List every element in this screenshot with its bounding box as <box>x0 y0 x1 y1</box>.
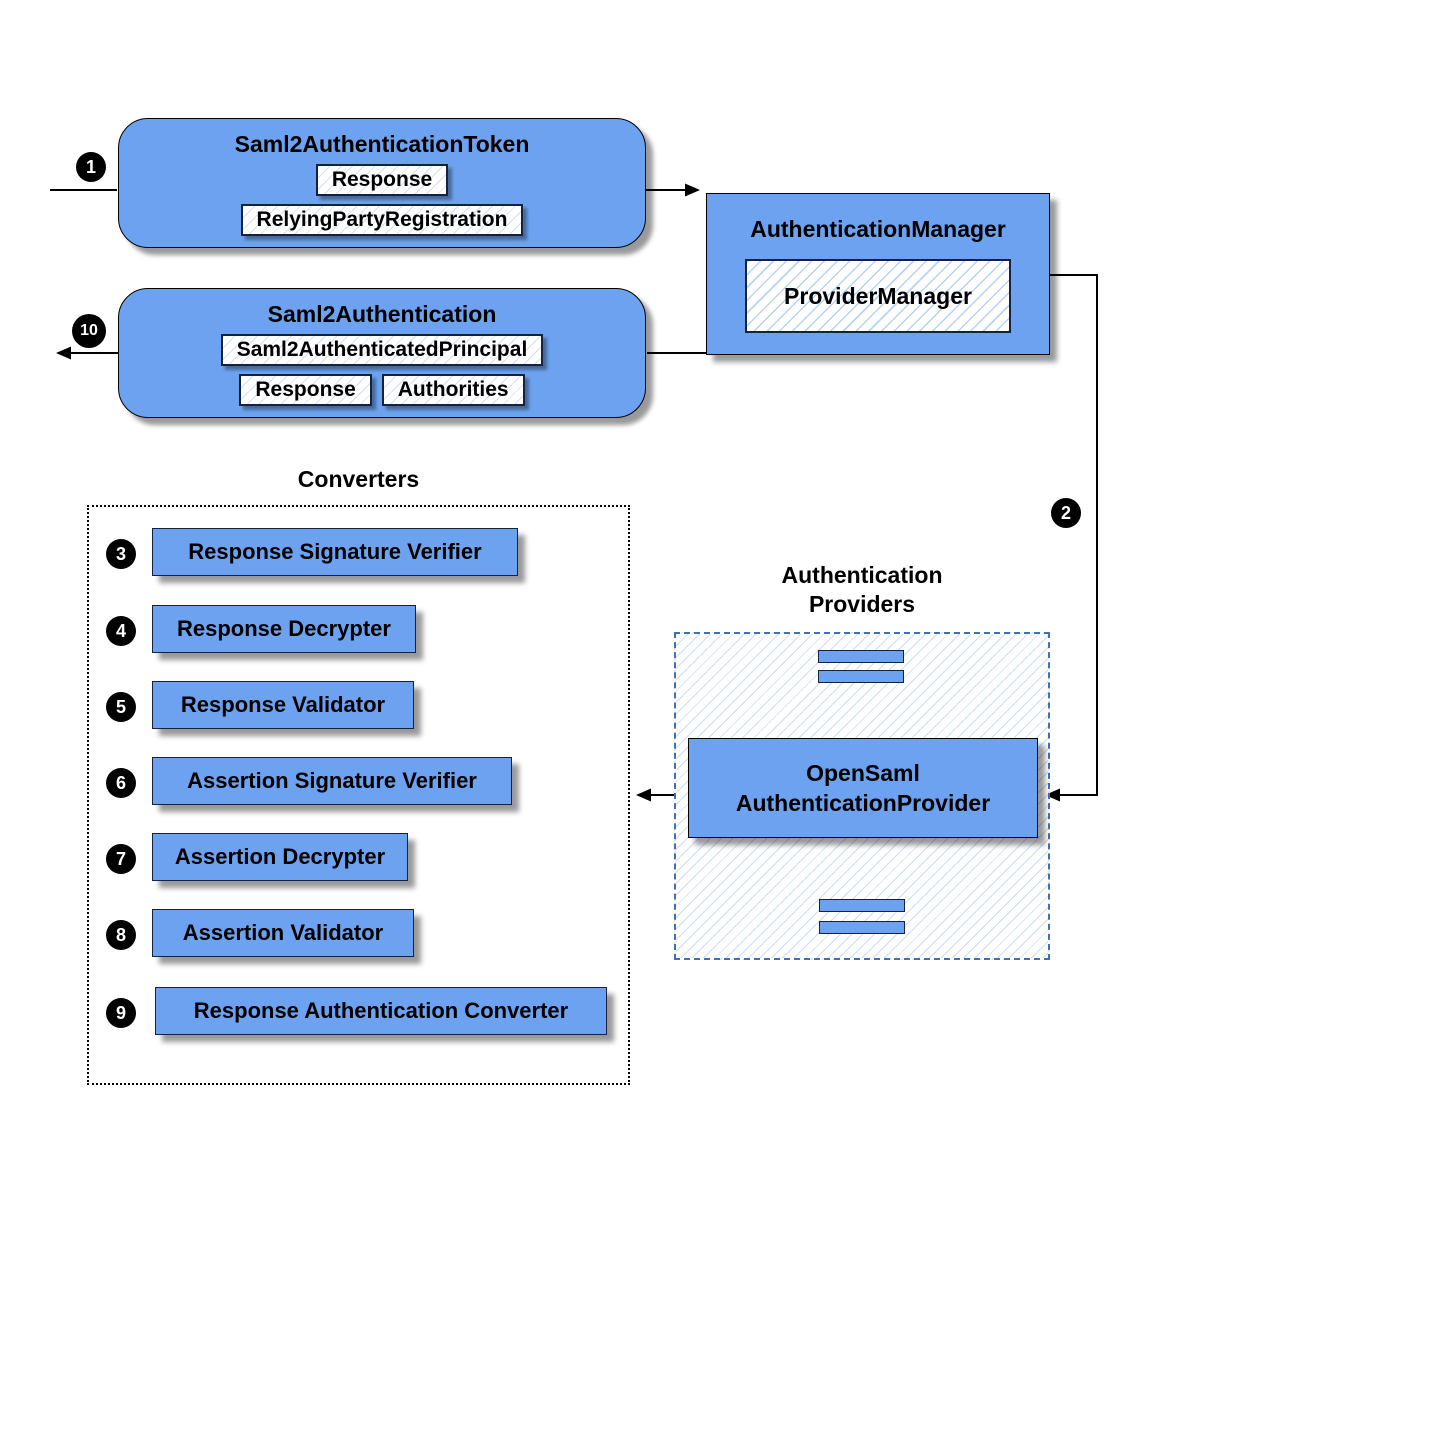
converter-response-signature-verifier: Response Signature Verifier <box>152 528 518 576</box>
provider-placeholder-bar <box>818 670 904 683</box>
response-chip: Response <box>239 374 372 406</box>
provider-manager-box: ProviderManager <box>745 259 1011 333</box>
provider-placeholder-bar <box>819 899 905 912</box>
authentication-manager-node: AuthenticationManager ProviderManager <box>706 193 1050 355</box>
converter-assertion-signature-verifier: Assertion Signature Verifier <box>152 757 512 805</box>
step-badge-4: 4 <box>106 616 136 646</box>
authentication-manager-title: AuthenticationManager <box>750 216 1006 242</box>
step-badge-7: 7 <box>106 844 136 874</box>
opensaml-title-line2: AuthenticationProvider <box>735 790 991 816</box>
converters-group-box <box>87 505 630 1085</box>
step-badge-9: 9 <box>106 998 136 1028</box>
step-badge-2: 2 <box>1051 498 1081 528</box>
converter-response-authentication-converter: Response Authentication Converter <box>155 987 607 1035</box>
step-badge-8: 8 <box>106 920 136 950</box>
authorities-chip: Authorities <box>381 374 525 406</box>
authentication-providers-label: Authentication Providers <box>674 561 1050 619</box>
authentication-providers-label-line2: Providers <box>808 591 916 617</box>
converter-response-decrypter: Response Decrypter <box>152 605 416 653</box>
step-badge-5: 5 <box>106 692 136 722</box>
step-badge-3: 3 <box>106 539 136 569</box>
opensaml-authentication-provider-node: OpenSaml AuthenticationProvider <box>688 738 1038 838</box>
saml2-authentication-title: Saml2Authentication <box>267 301 497 327</box>
converter-response-validator: Response Validator <box>152 681 414 729</box>
saml2-authentication-token-title: Saml2AuthenticationToken <box>234 131 530 157</box>
saml2-authentication-node: Saml2Authentication Saml2AuthenticatedPr… <box>118 288 646 418</box>
converters-label: Converters <box>297 466 420 492</box>
step-badge-10: 10 <box>72 314 106 348</box>
saml2-authentication-token-node: Saml2AuthenticationToken Response Relyin… <box>118 118 646 248</box>
relying-party-registration-chip: RelyingPartyRegistration <box>240 204 524 236</box>
saml2-authenticated-principal-chip: Saml2AuthenticatedPrincipal <box>220 334 544 366</box>
opensaml-title-line1: OpenSaml <box>806 760 920 786</box>
response-chip: Response <box>315 164 449 196</box>
converter-assertion-validator: Assertion Validator <box>152 909 414 957</box>
arrow-manager-to-opensaml-provider <box>1045 274 1098 802</box>
authentication-providers-label-line1: Authentication <box>781 562 943 588</box>
step-badge-1: 1 <box>76 152 106 182</box>
provider-placeholder-bar <box>819 921 905 934</box>
provider-placeholder-bar <box>818 650 904 663</box>
step-badge-6: 6 <box>106 768 136 798</box>
converter-assertion-decrypter: Assertion Decrypter <box>152 833 408 881</box>
